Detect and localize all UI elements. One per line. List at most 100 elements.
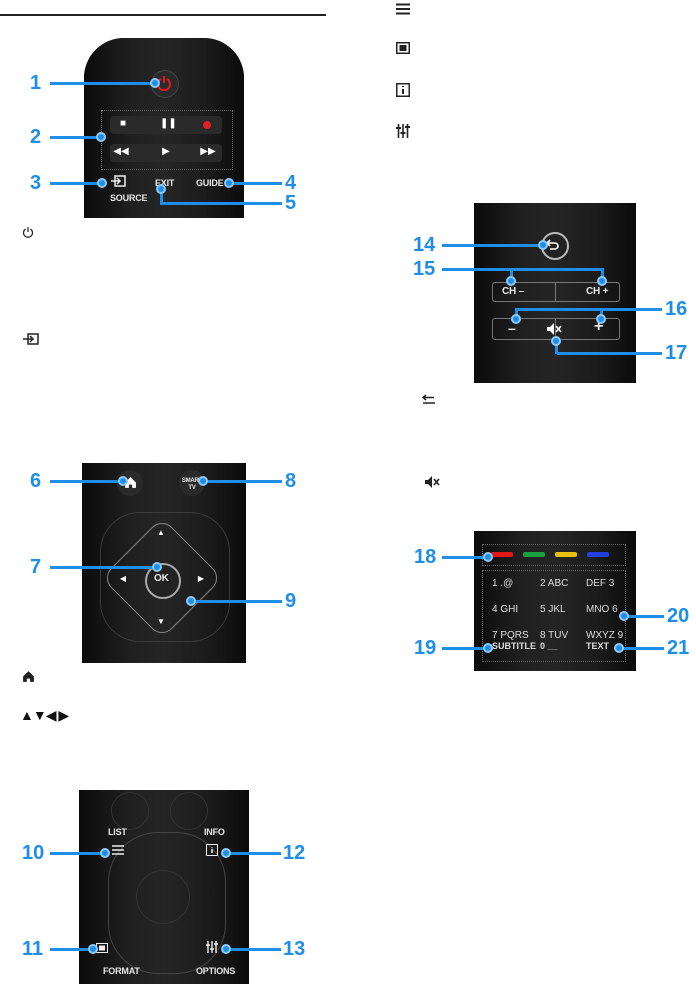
record-icon [203,121,211,129]
callout-4: 4 [285,172,297,194]
callout-line-10 [50,852,104,855]
fastforward-icon: ▶▶ [200,146,216,157]
play-icon: ▶ [162,146,170,157]
callout-dot-6 [118,476,128,486]
callout-8: 8 [285,470,297,492]
home-icon [23,671,34,682]
color-key [491,552,513,557]
callout-line-1 [50,82,155,85]
callout-dot-11 [88,944,98,954]
callout-dot-18 [483,552,493,562]
info-button-icon [206,844,218,856]
ch-divider [555,282,556,302]
callout-line-20 [624,615,664,618]
keypad-key: 1 .@ [492,578,514,589]
callout-dot-20 [619,611,629,621]
callout-line-4 [230,182,282,185]
callout-dot-9 [186,596,196,606]
guide-label: GUIDE [196,178,224,188]
color-keys-box [482,544,626,566]
mute-button-icon [547,323,562,335]
source-button-icon [111,175,126,187]
callout-dot-13 [221,944,231,954]
callout-line-17 [557,352,662,355]
callout-13: 13 [283,938,306,960]
vol-plus-label: + [594,318,604,335]
callout-dot-12 [221,848,231,858]
top-round-right [170,792,208,830]
callout-11: 11 [22,938,44,960]
callout-dot-15a [506,276,516,286]
callout-5: 5 [285,192,297,214]
callout-dot-21 [614,643,624,653]
keypad-key: 0 __ [540,641,558,651]
source-label: SOURCE [110,193,148,203]
callout-line-9 [190,600,282,603]
callout-16: 16 [665,298,688,320]
callout-dot-16a [511,314,521,324]
callout-line-15b [601,268,604,280]
callout-1: 1 [30,72,42,94]
callout-line-16b [600,308,603,318]
callout-line-14 [442,244,542,247]
remote-bottom-image [79,790,249,984]
callout-line-13 [226,948,281,951]
callout-15: 15 [413,258,436,280]
callout-line-8 [202,480,282,483]
center-circle-bottom [136,870,190,924]
rewind-icon: ◀◀ [113,146,129,157]
arrows-icon: ▲▼◀ ▶ [20,707,69,723]
top-round-left [111,792,149,830]
callout-dot-17 [551,336,561,346]
callout-line-19 [442,647,487,650]
callout-dot-1 [150,78,160,88]
callout-dot-19 [483,643,493,653]
keypad-key: 7 PQRS [492,630,529,641]
color-key [555,552,577,557]
stop-icon: ■ [119,118,127,129]
ch-plus-label: CH + [586,286,609,297]
keypad-key: 4 GHI [492,604,519,615]
callout-14: 14 [413,234,436,256]
callout-dot-8 [198,476,208,486]
callout-21: 21 [667,637,690,659]
callout-line-2 [50,136,98,139]
callout-line-15a [510,268,513,280]
power-icon [22,227,34,238]
nav-up-icon: ▲ [157,528,165,537]
pause-icon: ❚❚ [160,118,177,129]
list-button-icon [112,845,124,855]
callout-3: 3 [30,172,42,194]
callout-20: 20 [667,605,690,627]
info-icon [396,83,410,97]
callout-7: 7 [30,556,42,578]
callout-dot-5 [156,184,166,194]
keypad-key: MNO 6 [586,604,618,615]
nav-ring-bottom [108,832,226,974]
options-icon [396,124,410,138]
callout-dot-7 [152,562,162,572]
vol-minus-label: – [508,320,516,336]
keypad-key: DEF 3 [586,578,615,589]
vol-divider [555,318,556,340]
top-rule [0,14,326,16]
keypad-key: 8 TUV [540,630,569,641]
callout-2: 2 [30,126,42,148]
smart-tv-label: SMART TV [181,478,203,491]
ok-label: OK [154,573,169,584]
list-label: LIST [108,827,127,837]
ch-rocker [492,282,620,302]
options-button-icon [206,941,218,953]
back-button-icon [546,239,559,250]
callout-9: 9 [285,590,297,612]
callout-line-3 [50,182,100,185]
callout-line-6 [50,480,122,483]
list-icon [396,3,410,15]
source-icon [23,333,39,345]
format-label: FORMAT [103,966,140,976]
callout-12: 12 [283,842,306,864]
format-icon [396,42,410,54]
callout-10: 10 [22,842,45,864]
color-key [523,552,545,557]
keypad-key: 5 JKL [540,604,566,615]
